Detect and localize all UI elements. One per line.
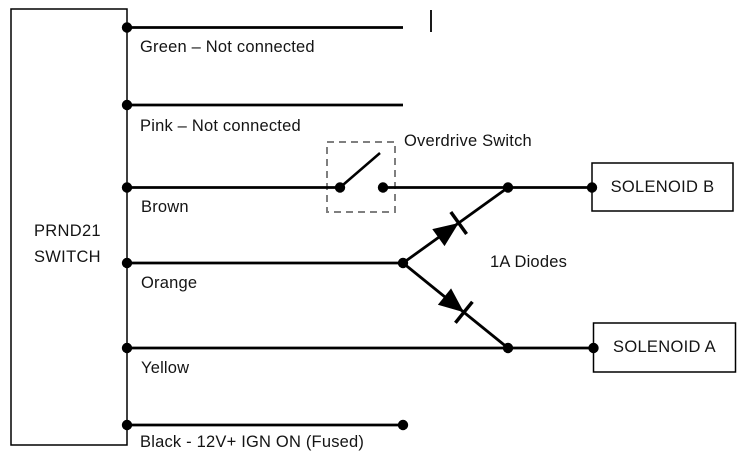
diode-to-solenoid-a-icon (437, 288, 474, 324)
prnd21-switch-label-line2: SWITCH (34, 248, 101, 266)
overdrive-switch-lever (339, 152, 381, 189)
switch-contact-dot-right (377, 182, 389, 193)
overdrive-switch-label: Overdrive Switch (404, 132, 532, 150)
overdrive-switch-dashed-box (326, 141, 396, 213)
diode-anode-triangle (437, 288, 464, 313)
terminal-dot-solenoid-b (586, 182, 598, 193)
green-wire-label: Green – Not connected (140, 38, 315, 56)
pin-dot-brown (121, 182, 133, 193)
junction-dot-brown-diode (502, 182, 514, 193)
prnd21-switch-label: PRND21 SWITCH (34, 218, 101, 270)
pin-dot-yellow (121, 342, 133, 354)
solenoid-b-label: SOLENOID B (610, 177, 715, 196)
junction-dot-yellow-diode (502, 342, 514, 354)
solenoid-a-label: SOLENOID A (613, 338, 716, 356)
pink-wire-label: Pink – Not connected (140, 117, 301, 135)
pin-dot-black (121, 419, 133, 431)
orange-wire-label: Orange (141, 274, 198, 292)
diode-to-solenoid-b-icon (432, 211, 469, 247)
black-wire-label: Black - 12V+ IGN ON (Fused) (140, 433, 365, 451)
diode-cathode-bar (454, 300, 474, 324)
pin-dot-green (121, 22, 133, 33)
yellow-wire-label: Yellow (141, 359, 190, 377)
prnd21-switch-box (10, 8, 128, 446)
pin-dot-orange (121, 257, 133, 269)
end-dot-black-wire (397, 419, 409, 431)
diode-cathode-bar (449, 211, 469, 235)
terminal-dot-solenoid-a (588, 342, 599, 354)
solenoid-b-box (591, 162, 734, 212)
brown-wire-label: Brown (141, 198, 189, 216)
switch-contact-dot-left (334, 182, 346, 193)
pin-dot-pink (121, 99, 133, 111)
diode-anode-triangle (432, 223, 459, 247)
prnd21-switch-label-line1: PRND21 (34, 222, 101, 240)
diodes-label: 1A Diodes (490, 253, 568, 271)
junction-dot-orange-diode (397, 257, 409, 269)
solenoid-a-box (592, 322, 737, 373)
